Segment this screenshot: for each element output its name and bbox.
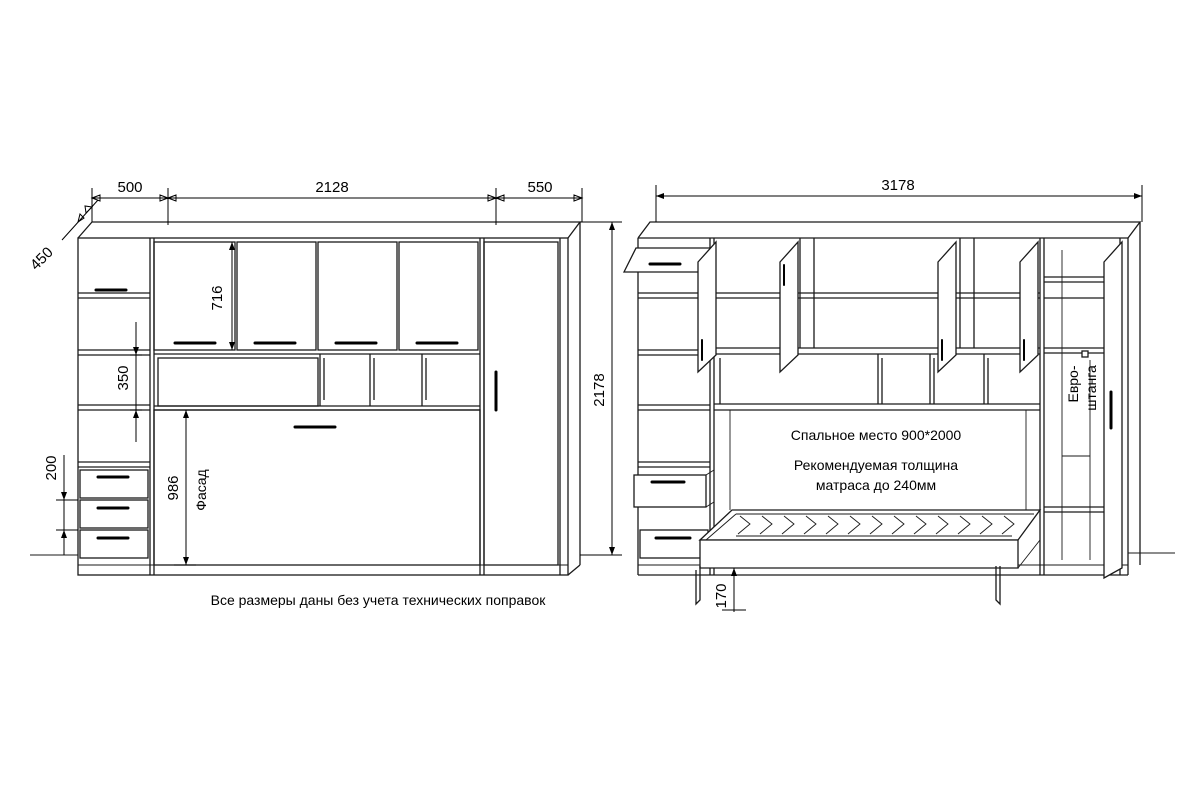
dim-right-width: 550 <box>527 179 552 196</box>
cabinet-door[interactable] <box>153 241 236 351</box>
dim-drawer: 200 <box>43 455 60 480</box>
euro-rail <box>1081 350 1089 358</box>
dim-total-width: 3178 <box>881 177 914 194</box>
bed-slat <box>979 515 993 535</box>
bed-facade[interactable] <box>153 409 481 566</box>
opened-doors <box>697 240 1039 374</box>
bed-slat <box>891 515 905 535</box>
dim-leg-height: 170 <box>713 583 730 608</box>
euro-rail-label-1: Евро- <box>1065 365 1081 402</box>
dim-center-width: 2128 <box>315 179 348 196</box>
drawer[interactable] <box>79 529 149 559</box>
bed-slat <box>1001 515 1015 535</box>
mattress-note-1: Рекомендуемая толщина <box>794 457 958 473</box>
drawer-open[interactable] <box>633 474 707 508</box>
dim-top-cabinet: 716 <box>209 285 226 310</box>
dimensions-open: 3178 170 <box>655 177 1143 612</box>
bed-open <box>695 509 1042 606</box>
bed-leg <box>995 566 1001 606</box>
drawer[interactable] <box>79 469 149 499</box>
bed-slat <box>781 515 795 535</box>
facade-label: Фасад <box>193 469 209 510</box>
footnote: Все размеры даны без учета технических п… <box>211 592 547 608</box>
cabinet-door[interactable] <box>317 241 398 351</box>
door-open[interactable] <box>779 240 799 374</box>
open-view: Евро- штанга 3178 <box>622 177 1175 612</box>
cabinet-door[interactable] <box>236 241 317 351</box>
closed-view: 500 2128 550 450 2178 716 350 <box>27 179 622 608</box>
sleeping-place-note: Спальное место 900*2000 <box>791 427 962 443</box>
top-cabinets <box>153 241 480 411</box>
bed-slat <box>847 515 861 535</box>
bed-slat <box>825 515 839 535</box>
dim-height: 2178 <box>591 373 608 406</box>
door-open[interactable] <box>1019 240 1039 374</box>
bed-slat <box>759 515 773 535</box>
dim-depth: 450 <box>27 244 57 274</box>
left-column-open <box>622 247 715 559</box>
wardrobe-door-open[interactable] <box>1103 240 1123 580</box>
bed-slat <box>803 515 817 535</box>
dim-shelf: 350 <box>115 365 132 390</box>
right-wardrobe-open: Евро- штанга <box>1044 240 1123 580</box>
dim-facade: 986 <box>165 475 182 500</box>
bed-frame-top <box>698 509 1042 541</box>
left-column <box>78 288 150 559</box>
bed-slat <box>935 515 949 535</box>
carcass-outline <box>77 237 569 576</box>
bed-slat <box>737 515 751 535</box>
bed-slats <box>737 515 1015 535</box>
bed-frame-front <box>699 539 1019 569</box>
drawer[interactable] <box>79 499 149 529</box>
wardrobe-door[interactable] <box>483 241 559 566</box>
cabinet-door[interactable] <box>398 241 479 351</box>
bed-slat <box>913 515 927 535</box>
drawer[interactable] <box>639 529 709 559</box>
euro-rail-label-2: штанга <box>1083 365 1099 411</box>
dim-left-width: 500 <box>117 179 142 196</box>
bed-leg <box>695 566 701 606</box>
mattress-note-2: матраса до 240мм <box>816 477 936 493</box>
door-open[interactable] <box>937 240 957 374</box>
bed-slat <box>869 515 883 535</box>
carcass-top <box>77 221 582 239</box>
bed-slat <box>957 515 971 535</box>
center-shelving-open <box>714 238 1040 510</box>
door-open[interactable] <box>697 240 717 374</box>
